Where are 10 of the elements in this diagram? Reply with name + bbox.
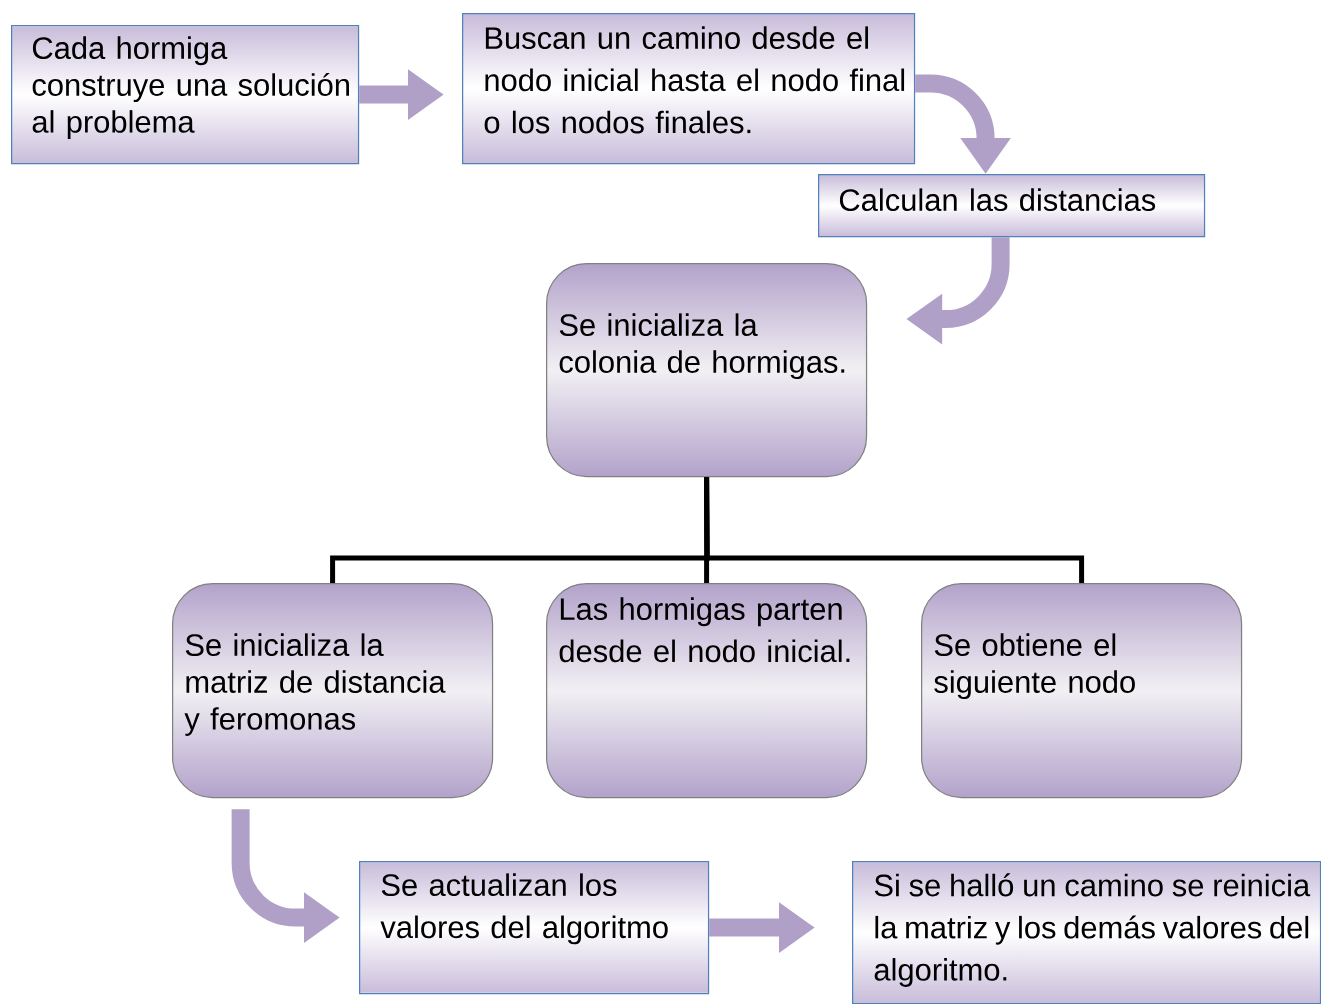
process-box: Buscan un camino desde el nodo inicial hasta el nodo final o los nodos finales. <box>462 13 916 165</box>
rounded-box: Se inicializa la colonia de hormigas. <box>546 263 868 478</box>
process-box: Cada hormiga construye una solución al problema <box>11 25 360 165</box>
process-box: Calculan las distancias <box>818 174 1206 238</box>
connector-line <box>704 477 1085 583</box>
rounded-box: Se inicializa la matriz de distancia y feromonas <box>172 583 494 799</box>
rounded-box: Las hormigas parten desde el nodo inicial. <box>546 583 868 799</box>
rounded-box: Se obtiene el siguiente nodo <box>921 583 1243 799</box>
process-box: Se actualizan los valores del algoritmo <box>359 861 710 995</box>
process-box: Si se halló un camino se reinicia la matriz y los demás valores del algoritmo. <box>852 861 1321 1004</box>
